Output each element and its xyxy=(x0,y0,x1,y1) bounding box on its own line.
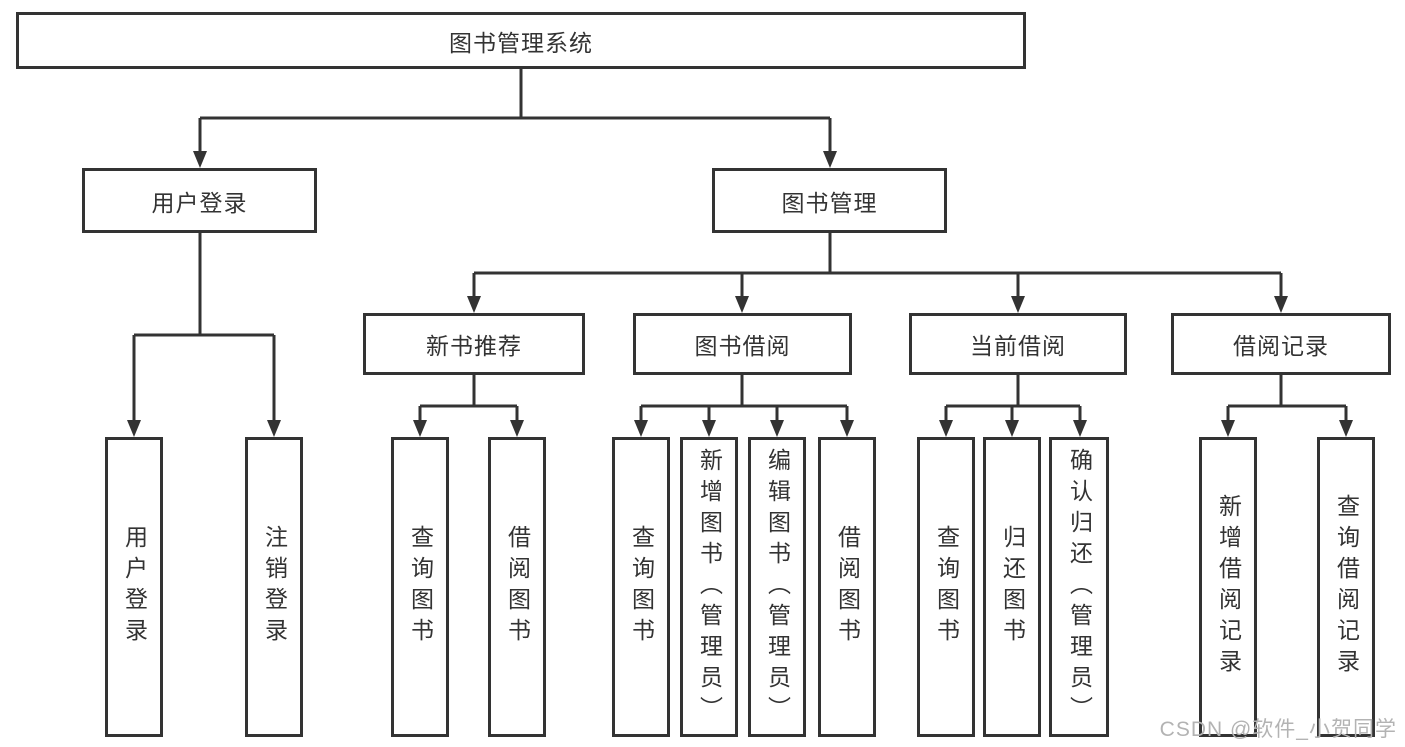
leaf-user-login: 用户登录 xyxy=(105,437,163,737)
node-book-management: 图书管理 xyxy=(712,168,947,233)
leaf-current-return-books: 归还图书 xyxy=(983,437,1041,737)
leaf-borrowing-query-books: 查询图书 xyxy=(612,437,670,737)
leaf-records-add-borrow-record: 新增借阅记录 xyxy=(1199,437,1257,737)
leaf-borrowing-borrow-books: 借阅图书 xyxy=(818,437,876,737)
leaf-logout: 注销登录 xyxy=(245,437,303,737)
leaf-current-confirm-return-admin: 确认归还（管理员） xyxy=(1049,437,1109,737)
leaf-records-query-borrow-record: 查询借阅记录 xyxy=(1317,437,1375,737)
leaf-borrowing-add-books-admin: 新增图书（管理员） xyxy=(680,437,738,737)
node-current-borrowing: 当前借阅 xyxy=(909,313,1127,375)
node-borrowing-records: 借阅记录 xyxy=(1171,313,1391,375)
csdn-watermark: CSDN @软件_小贺同学 xyxy=(1159,718,1397,741)
node-book-borrowing: 图书借阅 xyxy=(633,313,852,375)
arrowheads xyxy=(127,151,1353,437)
leaf-current-query-books: 查询图书 xyxy=(917,437,975,737)
leaf-recommend-borrow-books: 借阅图书 xyxy=(488,437,546,737)
leaf-borrowing-edit-books-admin: 编辑图书（管理员） xyxy=(748,437,806,737)
node-root-library-system: 图书管理系统 xyxy=(16,12,1026,69)
node-user-login: 用户登录 xyxy=(82,168,317,233)
leaf-recommend-query-books: 查询图书 xyxy=(391,437,449,737)
node-new-book-recommend: 新书推荐 xyxy=(363,313,585,375)
